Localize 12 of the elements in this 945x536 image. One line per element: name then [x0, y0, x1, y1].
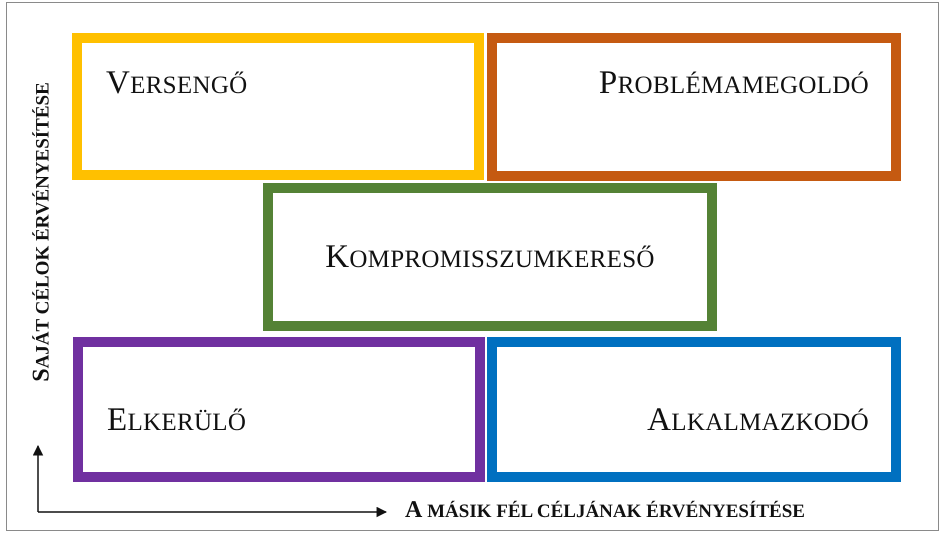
- box-title: KOMPROMISSZUMKERESŐ: [325, 238, 655, 276]
- strategy-box: [487, 337, 901, 482]
- strategy-box: [263, 183, 717, 331]
- box-title: ALKALMAZKODÓ: [647, 402, 869, 439]
- axis-label: SAJÁT CÉLOK ÉRVÉNYESÍTÉSE: [28, 82, 56, 382]
- strategy-box: [72, 33, 484, 180]
- box-title: ELKERÜLŐ: [107, 402, 246, 439]
- strategy-box: [487, 33, 901, 181]
- box-title: PROBLÉMAMEGOLDÓ: [598, 65, 869, 102]
- axis-label: A MÁSIK FÉL CÉLJÁNAK ÉRVÉNYESÍTÉSE: [405, 497, 805, 524]
- box-title: VERSENGŐ: [106, 65, 248, 102]
- strategy-box: [73, 337, 485, 482]
